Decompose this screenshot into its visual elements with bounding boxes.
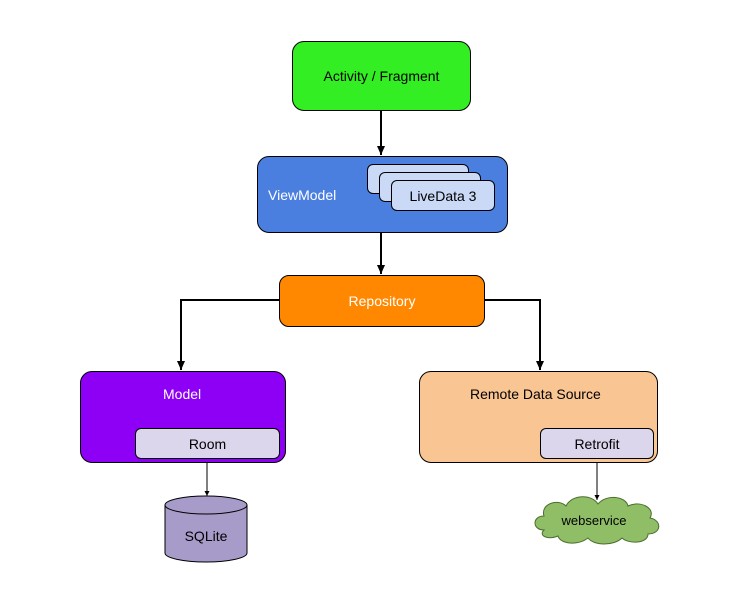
room-label: Room — [188, 435, 227, 452]
room-node: Room — [135, 428, 280, 459]
retrofit-node: Retrofit — [540, 428, 654, 459]
activity-fragment-label: Activity / Fragment — [323, 68, 440, 84]
webservice-label: webservice — [560, 513, 626, 528]
livedata-card-front: LiveData 3 — [391, 180, 495, 211]
cylinder-database-icon: SQLite — [164, 495, 248, 563]
remote-data-source-label: Remote Data Source — [470, 386, 601, 402]
livedata-label: LiveData 3 — [409, 187, 477, 204]
model-label: Model — [163, 386, 202, 402]
repository-node: Repository — [279, 275, 485, 327]
arrow-repository-to-remote — [485, 299, 544, 370]
sqlite-label: SQLite — [185, 528, 228, 544]
retrofit-label: Retrofit — [574, 435, 620, 452]
repository-label: Repository — [348, 293, 416, 309]
activity-fragment-node: Activity / Fragment — [292, 41, 471, 111]
arrow-repository-to-model — [177, 299, 279, 370]
viewmodel-label: ViewModel — [268, 187, 337, 203]
cloud-icon: webservice — [534, 496, 660, 545]
